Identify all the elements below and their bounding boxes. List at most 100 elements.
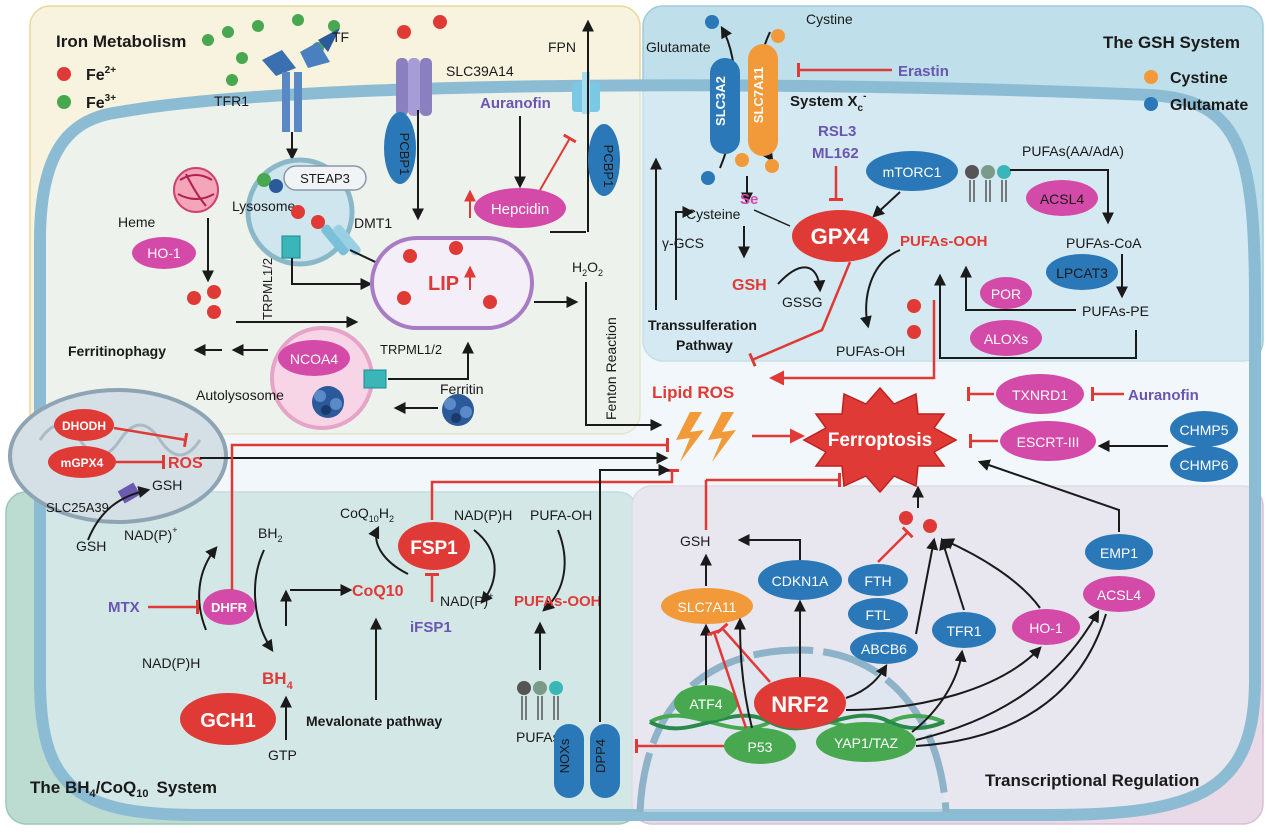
pufas-oh-gsh-label: PUFAs-OH <box>836 343 905 359</box>
dhfr-node <box>203 589 255 625</box>
pcbp1-left-label: PCBP1 <box>397 133 412 176</box>
auranofin-center-label: Auranofin <box>1128 387 1199 404</box>
iron-panel-title: Iron Metabolism <box>56 32 186 51</box>
slc3a2-label: SLC3A2 <box>713 76 728 126</box>
legend-glutamate: Glutamate <box>1170 97 1248 114</box>
cdkn1a-node <box>758 560 842 600</box>
yap-label: YAP1/TAZ <box>834 735 899 751</box>
arrow-bh2-bh4 <box>254 549 274 652</box>
trans-ho1-label: HO-1 <box>1029 620 1063 636</box>
pcbp1-right-label: PCBP1 <box>601 145 616 188</box>
pcbp1-left-node <box>384 112 416 184</box>
slc39a14-label: SLC39A14 <box>446 63 514 79</box>
se-label: Se <box>740 191 758 208</box>
p53-label: P53 <box>748 739 773 755</box>
arrow-pufas-coa <box>1010 169 1114 225</box>
gssg-label: GSSG <box>782 294 822 310</box>
ncoa4-node <box>278 340 350 376</box>
slc7a11-node <box>748 44 778 156</box>
mgpx4-node <box>48 446 116 478</box>
ferroptosis-burst <box>802 386 958 494</box>
arrow-yap-emp1 <box>915 613 1107 747</box>
coq10-label: CoQ10 <box>352 583 404 600</box>
pufas-lipid-icon-bh4 <box>517 681 563 720</box>
cystine-top-label: Cystine <box>806 11 853 27</box>
nadp-top-label: NAD(P)+ <box>124 525 178 543</box>
atf4-node <box>674 685 738 721</box>
nrf2-node <box>754 677 846 729</box>
steap3-box <box>283 165 367 191</box>
heme-label: Heme <box>118 214 156 230</box>
hepcidin-node <box>474 188 566 228</box>
escrt-label: ESCRT-III <box>1017 434 1080 450</box>
lpcat3-node <box>1046 254 1118 290</box>
gpx4-label: GPX4 <box>811 224 870 249</box>
mito-ros-label: ROS <box>168 455 203 472</box>
por-label: POR <box>991 286 1021 302</box>
dmt1-label: DMT1 <box>354 215 392 231</box>
mtx-label: MTX <box>108 599 140 616</box>
lip-label: LIP <box>428 273 459 295</box>
arrow-ho1-fe <box>941 538 1041 609</box>
arrow-trpml-lip <box>388 341 474 380</box>
acsl4-gsh-node <box>1026 180 1098 216</box>
glutamate-dot-icon <box>1144 97 1158 111</box>
trans-acsl4-node <box>1083 576 1155 612</box>
emp1-node <box>1085 534 1153 570</box>
inhibit-dhfr-lipidros <box>230 438 669 590</box>
mevalonate-label: Mevalonate pathway <box>306 713 442 729</box>
nadph-top-label: NAD(P)H <box>454 507 512 523</box>
ho1-node <box>132 237 196 269</box>
ferroptosis-label: Ferroptosis <box>828 430 933 451</box>
line-se-gpx4 <box>753 209 791 227</box>
dhodh-node <box>54 409 114 441</box>
aloxs-label: ALOXs <box>984 331 1028 347</box>
gtp-label: GTP <box>268 747 297 763</box>
legend-cystine: Cystine <box>1170 70 1228 87</box>
fpn-label: FPN <box>548 39 576 55</box>
fenton-label: Fenton Reaction <box>603 317 619 420</box>
fsp1-node <box>398 522 470 570</box>
inhibit-dhodh-ros <box>113 426 189 448</box>
ferritinophagy-label: Ferritinophagy <box>68 343 166 359</box>
bh4-gsh-label: GSH <box>76 538 106 554</box>
arrow-abcb6-fe <box>915 537 939 635</box>
arrow-nadph-nadp <box>473 529 496 604</box>
bh2-label: BH2 <box>258 525 282 544</box>
autolysosome-label: Autolysosome <box>196 387 284 403</box>
mtorc1-label: mTORC1 <box>883 164 942 180</box>
rsl3-label: RSL3 <box>818 123 856 140</box>
arrow-emp1-ferroptosis <box>977 459 1120 532</box>
arrow-pe-ooh <box>934 273 1137 359</box>
pufas-coa-label: PUFAs-CoA <box>1066 235 1142 251</box>
arrow-pe-por <box>960 265 1076 311</box>
ftl-node <box>848 598 908 630</box>
trans-ho1-node <box>1012 609 1080 645</box>
gsh-label: GSH <box>732 277 767 294</box>
ferritin-icon <box>442 394 474 426</box>
chmp6-label: CHMP6 <box>1179 457 1228 473</box>
transcription-panel-title: Transcriptional Regulation <box>985 771 1199 790</box>
atf4-label: ATF4 <box>689 696 722 712</box>
arrow-transsulf-cysteine <box>675 206 695 300</box>
pufa-oh-label: PUFA-OH <box>530 507 592 523</box>
arrow-noxs-lipidros <box>599 464 671 722</box>
arrow-coq-reduce <box>368 525 409 575</box>
nadp-mid-label: NAD(P)+ <box>440 591 494 609</box>
inhibit-nrf2-slc7a11 <box>716 622 771 683</box>
gsh-panel-title: The GSH System <box>1103 33 1240 52</box>
pufas-lipid-icon-gsh <box>965 165 1011 202</box>
arrow-fenton <box>585 282 663 431</box>
pufas-ooh-bh4-label: PUFAs-OOH <box>514 593 602 610</box>
gpx4-node <box>792 210 888 262</box>
txnrd1-label: TXNRD1 <box>1012 387 1068 403</box>
chmp5-label: CHMP5 <box>1179 422 1228 438</box>
ml162-label: ML162 <box>812 145 859 162</box>
trpml-auto-label: TRPML1/2 <box>380 342 442 357</box>
ifsp1-label: iFSP1 <box>410 619 452 636</box>
txnrd1-node <box>996 374 1084 414</box>
ftl-label: FTL <box>866 607 891 623</box>
arrow-nadp-cycle <box>198 546 218 631</box>
mito-gsh-label: GSH <box>152 477 182 493</box>
